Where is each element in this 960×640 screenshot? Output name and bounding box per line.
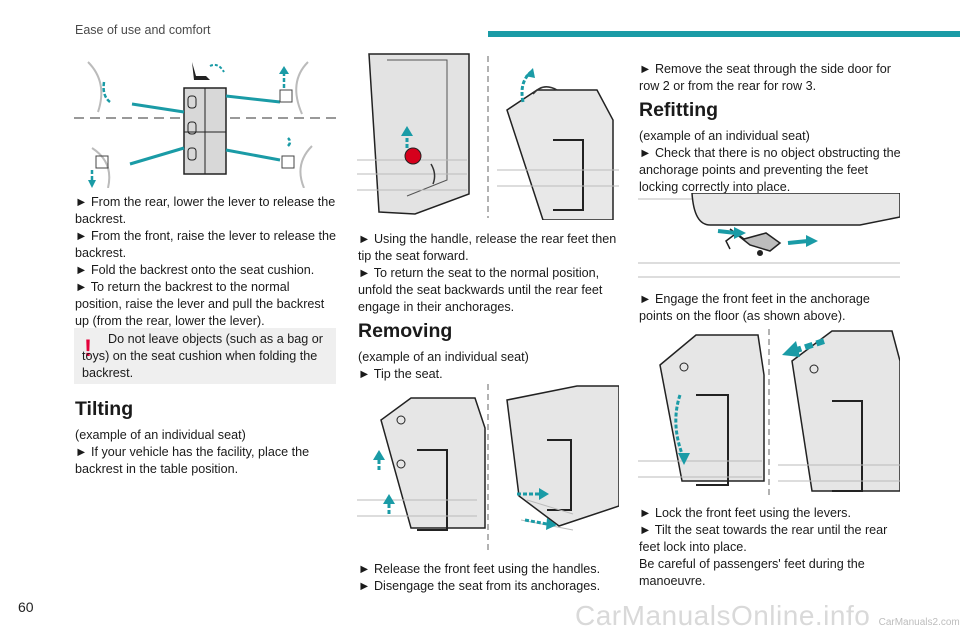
- lock-step-2: ► Tilt the seat towards the rear until t…: [639, 523, 888, 554]
- release-instructions: ► Release the front feet using the handl…: [358, 561, 620, 595]
- removing-heading: Removing: [358, 320, 453, 342]
- engage-step: ► Engage the front feet in the anchorage…: [639, 292, 870, 323]
- handle-release-illustration: [357, 50, 619, 220]
- removing-line-1: (example of an individual seat): [358, 350, 529, 364]
- lock-caution: Be careful of passengers' feet during th…: [639, 557, 865, 588]
- page-number: 60: [18, 599, 34, 615]
- refitting-heading: Refitting: [639, 99, 719, 121]
- release-step-2: ► Disengage the seat from its anchorages…: [358, 579, 601, 593]
- section-title: Ease of use and comfort: [75, 23, 211, 37]
- tip-instructions: ► Using the handle, release the rear fee…: [358, 231, 620, 316]
- remove-step: ► Remove the seat through the side door …: [639, 62, 891, 93]
- tilting-section: Tilting (example of an individual seat) …: [75, 398, 337, 478]
- tilting-heading: Tilting: [75, 398, 134, 420]
- engage-instruction: ► Engage the front feet in the anchorage…: [639, 291, 901, 325]
- warning-text: Do not leave objects (such as a bag or t…: [82, 332, 323, 380]
- lock-feet-illustration: [638, 325, 900, 499]
- exclamation-icon: !: [84, 335, 92, 362]
- removing-line-2: ► Tip the seat.: [358, 367, 443, 381]
- lock-instructions: ► Lock the front feet using the levers. …: [639, 505, 901, 590]
- tilting-line-1: (example of an individual seat): [75, 428, 246, 442]
- tip-step-1: ► Using the handle, release the rear fee…: [358, 232, 617, 263]
- refitting-line-1: (example of an individual seat): [639, 129, 810, 143]
- anchorage-illustration: [638, 193, 900, 287]
- backrest-lever-illustration: [74, 52, 336, 188]
- removing-section: Removing (example of an individual seat)…: [358, 320, 620, 383]
- watermark-text: CarManualsOnline.info: [575, 600, 871, 631]
- fold-step-4: ► To return the backrest to the normal p…: [75, 280, 325, 328]
- fold-instructions: ► From the rear, lower the lever to rele…: [75, 194, 337, 330]
- header-accent-bar: [488, 31, 960, 37]
- front-feet-release-illustration: [357, 380, 619, 552]
- remove-instruction: ► Remove the seat through the side door …: [639, 61, 901, 95]
- watermark: CarManualsOnline.info CarManuals2.com: [575, 600, 960, 632]
- fold-step-1: ► From the rear, lower the lever to rele…: [75, 195, 336, 226]
- fold-step-3: ► Fold the backrest onto the seat cushio…: [75, 263, 315, 277]
- watermark-small-text: CarManuals2.com: [878, 617, 960, 628]
- warning-box: ! Do not leave objects (such as a bag or…: [74, 328, 336, 384]
- refitting-line-2: ► Check that there is no object obstruct…: [639, 146, 901, 194]
- release-step-1: ► Release the front feet using the handl…: [358, 562, 601, 576]
- tip-step-2: ► To return the seat to the normal posit…: [358, 266, 603, 314]
- lock-step-1: ► Lock the front feet using the levers.: [639, 506, 851, 520]
- fold-step-2: ► From the front, raise the lever to rel…: [75, 229, 336, 260]
- tilting-line-2: ► If your vehicle has the facility, plac…: [75, 445, 310, 476]
- refitting-section: Refitting (example of an individual seat…: [639, 99, 901, 196]
